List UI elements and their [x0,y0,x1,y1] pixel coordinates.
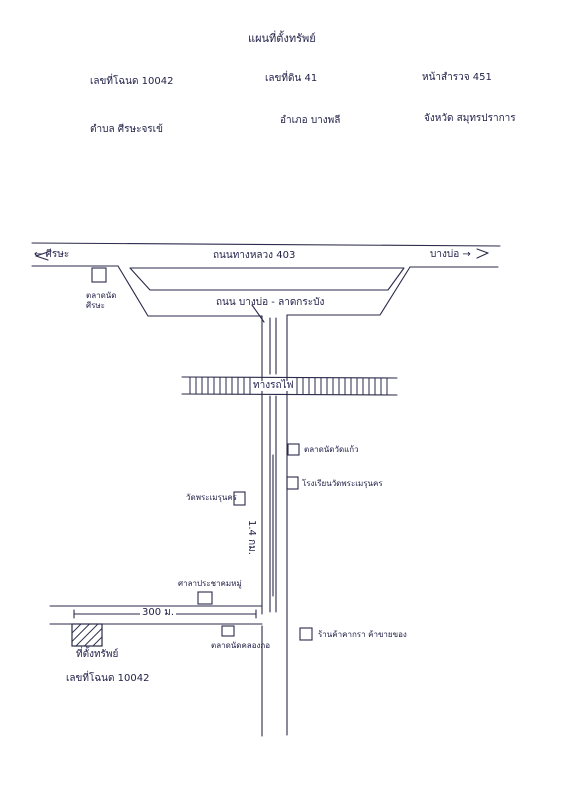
survey-page: หน้าสำรวจ 451 [422,72,492,83]
market-right-label: ตลาดนัดวัดแก้ว [304,445,359,454]
village-box [221,625,235,637]
shop-box [299,627,313,641]
market-right-box [287,443,300,456]
railway-top [181,376,398,379]
temple-box [233,491,246,506]
highway-top-edge [31,242,501,247]
property-parcel [71,623,103,647]
distance-horizontal-label: 300 ม. [140,607,177,618]
map-title: แผนที่ตั้งทรัพย์ [248,32,316,45]
market-left-box [91,267,107,283]
market-left-label: ตลาดนัด ศีรษะ [86,291,117,311]
distance-vertical-label: 1.4 กม. [246,520,257,555]
province: จังหวัด สมุทรปราการ [424,113,516,124]
school-label: โรงเรียนวัดพระเมรุนคร [302,479,383,488]
property-label: ที่ตั้งทรัพย์ [76,649,119,660]
village-label: ตลาดนัดคลองกอ [211,641,271,650]
property-deed-label: เลขที่โฉนด 10042 [66,673,150,684]
railway-bottom [181,393,398,396]
deed-number: เลขที่โฉนด 10042 [90,76,174,87]
right-direction-label: บางบ่อ → [430,249,471,260]
district: อำเภอ บางพลี [280,115,341,126]
railway-label: ทางรถไฟ [252,380,295,391]
shop-label: ร้านค้าคากรา ค้าขายของ [318,630,407,639]
highway-island [129,267,405,291]
branch-road-label: ถนน บางบ่อ - ลาดกระบัง [216,297,325,308]
temple-label: วัดพระเมรุนคร [186,493,237,502]
left-direction-label: ← ศีรษะ [34,249,70,260]
shrine-box [197,591,213,605]
land-number: เลขที่ดิน 41 [265,73,318,84]
highway-label: ถนนทางหลวง 403 [213,250,296,261]
shrine-label: ศาลาประชาคมหมู่ [178,579,242,588]
subdistrict: ตำบล ศีรษะจรเข้ [90,124,163,135]
school-box [286,476,299,490]
